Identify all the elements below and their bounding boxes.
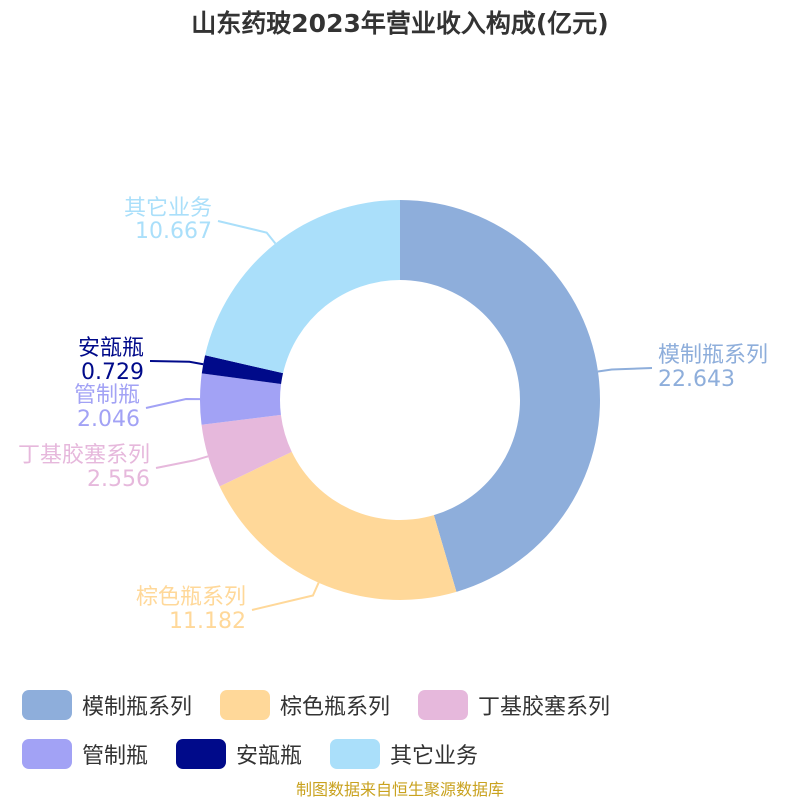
leader-line-1 bbox=[597, 367, 653, 373]
legend-item-1[interactable]: 模制瓶系列 bbox=[22, 688, 192, 722]
legend-item-2[interactable]: 棕色瓶系列 bbox=[220, 688, 390, 722]
leader-line-4 bbox=[145, 398, 201, 409]
slice-label-name-3: 丁基胶塞系列 bbox=[18, 443, 150, 468]
legend-swatch bbox=[22, 690, 72, 720]
slice-label-value-1: 22.643 bbox=[658, 367, 735, 392]
leader-lines bbox=[145, 220, 653, 611]
chart-title: 山东药玻2023年营业收入构成(亿元) bbox=[191, 9, 609, 38]
leader-line-3 bbox=[155, 455, 209, 469]
legend-label: 棕色瓶系列 bbox=[280, 695, 391, 720]
legend-item-3[interactable]: 丁基胶塞系列 bbox=[418, 688, 610, 722]
legend-label: 其它业务 bbox=[390, 744, 479, 769]
slice-label-name-1: 模制瓶系列 bbox=[658, 343, 768, 368]
slice-label-value-4: 2.046 bbox=[77, 407, 140, 432]
slice-label-name-6: 其它业务 bbox=[124, 196, 212, 221]
donut-slice-4[interactable] bbox=[200, 373, 282, 425]
legend-label: 丁基胶塞系列 bbox=[478, 695, 611, 720]
donut-slice-6[interactable] bbox=[205, 200, 400, 374]
legend-item-5[interactable]: 安瓿瓶 bbox=[176, 737, 302, 771]
slice-label-value-5: 0.729 bbox=[81, 360, 144, 385]
leader-line-5 bbox=[149, 360, 204, 366]
legend: 模制瓶系列 棕色瓶系列 丁基胶塞系列管制瓶 安瓿瓶 其它业务 bbox=[22, 688, 792, 771]
legend-label: 模制瓶系列 bbox=[82, 695, 193, 720]
slice-label-name-4: 管制瓶 bbox=[74, 383, 140, 408]
slice-label-name-5: 安瓿瓶 bbox=[78, 336, 144, 361]
legend-swatch bbox=[22, 739, 72, 769]
source-note: 制图数据来自恒生聚源数据库 bbox=[295, 780, 504, 799]
legend-swatch bbox=[176, 739, 227, 769]
legend-swatch bbox=[330, 739, 381, 769]
legend-swatch bbox=[220, 690, 271, 720]
donut-slice-1[interactable] bbox=[400, 200, 600, 592]
donut-slices bbox=[200, 200, 600, 600]
legend-item-4[interactable]: 管制瓶 bbox=[22, 737, 148, 771]
leader-line-2 bbox=[251, 582, 320, 611]
legend-label: 安瓿瓶 bbox=[236, 744, 303, 769]
donut-slice-5[interactable] bbox=[201, 355, 284, 385]
slice-label-name-2: 棕色瓶系列 bbox=[136, 585, 246, 610]
donut-slice-2[interactable] bbox=[219, 451, 457, 600]
slice-label-value-6: 10.667 bbox=[135, 219, 212, 244]
legend-label: 管制瓶 bbox=[82, 744, 149, 769]
legend-item-6[interactable]: 其它业务 bbox=[330, 737, 478, 771]
leader-line-6 bbox=[217, 220, 277, 245]
donut-slice-3[interactable] bbox=[201, 414, 292, 487]
slice-label-value-3: 2.556 bbox=[87, 467, 150, 492]
slice-label-value-2: 11.182 bbox=[169, 609, 246, 634]
legend-swatch bbox=[418, 690, 469, 720]
